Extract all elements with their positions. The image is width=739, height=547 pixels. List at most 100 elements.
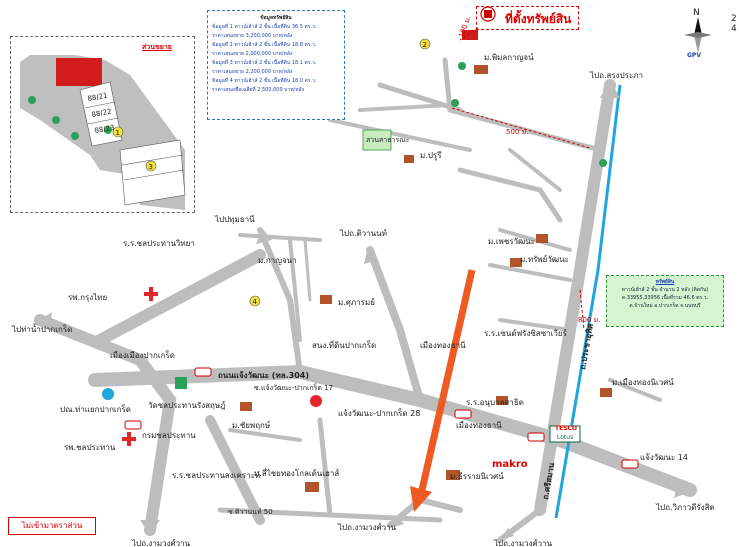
label-petchwattana: ม.เพชรวัฒนะ (488, 237, 535, 246)
building-icons (240, 65, 612, 492)
property-marker (451, 6, 591, 331)
info-row: ราคาเสนอขาย 2,200,000 บาท/หลัง (212, 69, 293, 75)
label-soi-chaeng28: แจ้งวัฒนะ-ปากเกร็ด 28 (338, 408, 420, 418)
info-row: ราคาเสนอขาย 2,000,000 บาท/หลัง (212, 51, 293, 57)
arrow-ngamwong-right (500, 528, 514, 540)
north-label: N (693, 8, 700, 18)
label-muangthong-village: ม.เมืองทองนิเวศน์ (612, 377, 674, 387)
map-labels: ม.พิมลกาญจน์ ไปถ.สรงประภา ม.ปรูรี 500 ม.… (11, 15, 715, 547)
compass: N GPV (684, 8, 712, 59)
label-kanchana: ม.กาญจนา (258, 256, 297, 265)
label-sirirat: ม.ศุภารมย์ (338, 297, 375, 307)
arrow-ngamwong-mid (390, 516, 404, 528)
label-muang-thong: เมืองทองธานี (420, 341, 466, 350)
lot-label-2: 88/22 (91, 108, 112, 119)
label-tiwanon: ไปถ.ติวานนท์ (339, 228, 387, 238)
compass-brand: GPV (687, 52, 701, 59)
label-hosp-krungthai: รพ.กรุงไทย (68, 293, 107, 302)
inset-frame (10, 36, 195, 213)
station-markers (124, 367, 639, 469)
label-dist-500: 500 ม. (506, 128, 528, 136)
label-pha-rot: ปณ.ท่าแยกปากเกร็ด (60, 404, 131, 414)
subject-lots (56, 58, 102, 86)
asset-heading: ทรัพย์สิน (655, 279, 675, 285)
edge-digit: 2 (731, 14, 737, 24)
info-box: ข้อมูลทรัพย์สิน ข้อมูลที่ 1 ทาวน์เฮ้าส์ … (207, 10, 345, 120)
asset-row: ต.33955,33956 เนื้อที่รวม 46.6 ตร.ว. (621, 295, 709, 301)
label-dist-800: 800 ม. (578, 316, 600, 324)
label-pathum: ไปปทุมธานี (214, 215, 255, 224)
makro-label: makro (492, 459, 528, 470)
asset-row: ต.บ้านใหม่ อ.ปากเกร็ด จ.นนทบุรี (629, 303, 701, 309)
direction-arrows (40, 80, 690, 540)
label-sapwattana: ม.ทรัพย์วัฒนะ (520, 254, 569, 264)
label-sirinthorn: ร.ร.เซนต์ฟรังซิสซาเวียร์ (484, 328, 568, 338)
arrow-songprapa (600, 80, 620, 98)
label-wat-khao: วัดชลประทานรังสฤษฎ์ (148, 400, 226, 410)
info-box-title: ข้อมูลทรัพย์สิน (260, 15, 292, 21)
north-arrow-icon (694, 17, 702, 35)
label-chonprathan: กรมชลประทาน (142, 431, 196, 440)
label-chaiyapruek: ม.ชัยพฤกษ์ (232, 420, 270, 430)
lot-label-1: 88/21 (87, 92, 108, 103)
page-title: ที่ตั้งทรัพย์สิน (505, 12, 572, 26)
label-soi50: ซ.ติวานนท์ 50 (228, 508, 273, 516)
inset-marker-3 (145, 160, 157, 172)
asset-box: ทรัพย์สิน ทาวน์เฮ้าส์ 2 ชั้น จำนวน 2 หลั… (606, 275, 724, 327)
info-row: ข้อมูลที่ 3 ทาวน์เฮ้าส์ 2 ชั้น เนื้อที่ด… (212, 60, 317, 66)
info-row: ข้อมูลที่ 4 ทาวน์เฮ้าส์ 2 ชั้น เนื้อที่ด… (212, 78, 317, 84)
district-office-icon (310, 395, 322, 407)
edge-digit: 4 (731, 24, 737, 34)
label-pimlakarn: ม.พิมลกาญจน์ (484, 52, 534, 62)
info-row: ข้อมูลที่ 2 ทาวน์เฮ้าส์ 2 ชั้น เนื้อที่ด… (212, 42, 317, 48)
green-park-label: สวนสาธารณะ (366, 136, 410, 144)
inset-plan: 1 3 88/21 88/22 88/23 (20, 55, 186, 210)
info-row: ข้อมูลที่ 1 ทาวน์เฮ้าส์ 2 ชั้น เนื้อที่ด… (212, 24, 317, 30)
svg-text:2: 2 (423, 41, 427, 49)
label-tha-nam: ไปท่าน้ำปากเกร็ด (11, 323, 72, 334)
label-chaeng-road: ถนนแจ้งวัฒนะ (ทล.304) (218, 370, 309, 380)
label-pracha-uthit: ถ.ประชาอุทิศ (578, 322, 596, 371)
label-ngamwong-right: ไปถ.งามวงศ์วาน (493, 538, 553, 547)
label-ngamwong-left: ไปถ.งามวงศ์วาน (131, 538, 191, 547)
inset-marker-1 (112, 126, 124, 138)
tesco-label: TESCO (555, 425, 577, 432)
asset-row: ทาวน์เฮ้าส์ 2 ชั้น จำนวน 2 หลัง (ติดกัน) (621, 287, 709, 293)
lotus-icon (549, 425, 581, 443)
road-network (34, 57, 697, 543)
arrow-vibhavadi (674, 480, 690, 498)
info-row: ราคาเสนอขาย 3,200,000 บาท/หลัง (212, 33, 293, 39)
label-hosp-chon: รพ.ชลประทาน (64, 443, 116, 452)
green-park (362, 129, 392, 151)
edge-digits: 2 4 (731, 14, 737, 34)
label-chaiyapruek2: ม.สี่ไชยทองโกลเด้นเฮาส์ (254, 467, 339, 478)
property-site (462, 30, 478, 40)
lotus-label: Lotus (557, 434, 573, 441)
tree-markers (451, 62, 607, 167)
arrow-ngamwong-left (140, 520, 160, 535)
title-box: ที่ตั้งทรัพย์สิน (476, 6, 579, 30)
arrow-pathum (256, 228, 272, 244)
label-vibhavadi: ไปถ.วิภาวดีรังสิต (655, 503, 715, 512)
orange-route-arrow (410, 269, 476, 512)
info-row: ราคาเสนอชื่อเฉลี่ยที่ 2,500,000 บาท/หลัง (212, 87, 305, 93)
label-pruksa: ม.ปรูรี (420, 151, 442, 161)
scale-note: ไม่เข้ามาตราส่วน (8, 517, 96, 535)
inset-title: ส่วนขยาย (142, 43, 172, 51)
label-chaeng14: แจ้งวัฒนะ 14 (640, 453, 688, 462)
lot-label-3: 88/23 (94, 124, 115, 135)
label-ngamwong-mid: ไปถ.งามวงศ์วาน (337, 522, 397, 532)
label-chaeng-soi17: ซ.แจ้งวัฒนะ-ปากเกร็ด 17 (254, 383, 333, 392)
svg-text:4: 4 (253, 298, 258, 306)
label-pakkret-district: สนง.ที่ดินปากเกร็ด (312, 339, 376, 350)
hospital-icons (122, 287, 158, 446)
bank-icon (175, 377, 187, 389)
label-thaitanit: ม.ธีรรายนิเวศน์ (450, 471, 504, 481)
inset-marker-3-label: 3 (149, 163, 153, 171)
post-office-icon (102, 388, 114, 400)
label-school-chao: ร.ร.ชลประทานวิทยา (123, 239, 195, 248)
arrow-tiwanon (364, 246, 378, 264)
inset-marker-1-label: 1 (116, 129, 120, 137)
label-muang-pakkret: เมืองเมืองปากเกร็ด (110, 350, 175, 360)
